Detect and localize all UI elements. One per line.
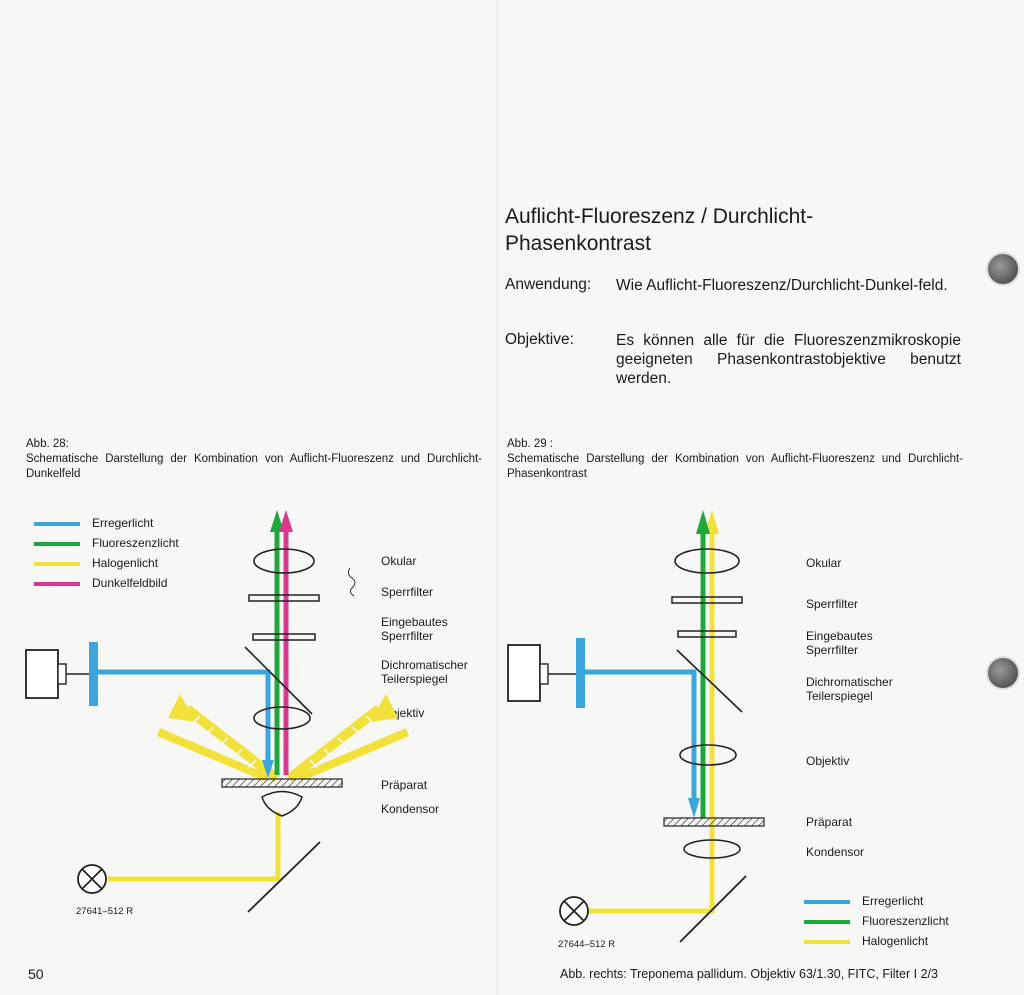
fig28-label-sperrfilter: Sperrfilter <box>381 585 434 599</box>
fig29-diagram <box>507 510 765 943</box>
fig28-ocular-lens <box>253 548 315 574</box>
fig29-legend-label: Erregerlicht <box>862 894 924 908</box>
fig28-number: Abb. 28: <box>26 438 69 450</box>
fig28-label-dichromatischer-teilerspiegel: Dichromatischer Teilerspiegel <box>381 658 468 686</box>
fig29-objective-lens <box>679 744 737 766</box>
fig29-label-okular: Okular <box>806 556 842 570</box>
fig29-label-kondensor: Kondensor <box>806 845 865 859</box>
fig28-dichroic-mirror <box>244 646 313 715</box>
fig29-legend-swatch-erreger <box>804 900 850 904</box>
page-number: 50 <box>28 966 44 982</box>
fig28-figure-code: 27641–512 R <box>76 906 134 917</box>
fig29-condenser <box>683 839 741 859</box>
fig28-darkfield-cone-right <box>286 694 409 782</box>
fig29-legend-swatch-halogen <box>804 940 850 944</box>
page-title: Auflicht-Fluoreszenz / Durchlicht- Phase… <box>505 203 813 257</box>
fig28-built-in-barrier-filter <box>252 633 316 641</box>
fig29-figure-code: 27644–512 R <box>558 939 616 950</box>
fig29-number: Abb. 29 : <box>507 438 554 450</box>
fig28-mirror <box>247 841 321 913</box>
fig29-excitation-arrowhead <box>688 798 700 818</box>
fig28-legend-swatch-erreger <box>34 522 80 526</box>
fig28-condenser <box>261 790 303 817</box>
fig29-label-praeparat: Präparat <box>806 815 853 829</box>
page-gutter <box>496 0 498 995</box>
punch-hole-top <box>986 252 1020 286</box>
fig28-legend-label: Erregerlicht <box>92 516 154 530</box>
field-label-anwendung: Anwendung: <box>505 276 592 293</box>
fig29-fluorescence-arrowhead <box>696 510 710 534</box>
fig28-diagram <box>25 510 409 913</box>
fig29-lamp-housing <box>507 644 541 702</box>
punch-hole-bottom <box>986 656 1020 690</box>
fig28-darkfield-image-arrowhead <box>279 510 293 532</box>
field-text-anwendung: Wie Auflicht-Fluoreszenz/Durchlicht-Dunk… <box>616 277 948 294</box>
fig29-legend-swatch-fluoreszenz <box>804 920 850 924</box>
fig28-legend-swatch-halogen <box>34 562 80 566</box>
fig29-barrier-filter <box>671 596 743 604</box>
fig29-mirror <box>679 875 747 943</box>
fig29-halogen-arrowhead <box>705 510 719 534</box>
fig28-specimen <box>221 778 343 788</box>
fig28-lamp-housing <box>25 649 59 699</box>
fig28-legend-label: Fluoreszenzlicht <box>92 536 179 550</box>
fig28-label-okular: Okular <box>381 554 417 568</box>
fig28-label-kondensor: Kondensor <box>381 802 440 816</box>
fig28-lamp-socket <box>57 663 67 685</box>
page-title-line-1: Auflicht-Fluoreszenz / Durchlicht- <box>505 205 814 228</box>
fig28-caption-text: Schematische Darstellung der Kombination… <box>26 453 482 480</box>
fig28-caption: Abb. 28: Schematische Darstellung der Ko… <box>26 437 482 482</box>
fig29-exciter-filter <box>576 638 585 708</box>
fig29-label-sperrfilter: Sperrfilter <box>806 597 859 611</box>
fig29-lamp-socket <box>539 663 549 685</box>
fig29-caption: Abb. 29 : Schematische Darstellung der K… <box>507 437 963 482</box>
fig28-label-eingebautes-sperrfilter: Eingebautes Sperrfilter <box>381 615 448 643</box>
fig29-specimen <box>663 817 765 827</box>
fig28-legend-label: Halogenlicht <box>92 556 159 570</box>
fig28-label-pointer <box>347 567 356 597</box>
fig29-excitation-beam <box>585 669 697 800</box>
fig29-built-in-barrier-filter <box>677 630 737 638</box>
field-label-objektive: Objektive: <box>505 331 574 348</box>
fig28-exciter-filter <box>89 642 98 706</box>
fig29-legend-label: Fluoreszenzlicht <box>862 914 949 928</box>
fig29-ocular-lens <box>674 548 740 574</box>
footer-caption: Abb. rechts: Treponema pallidum. Objekti… <box>560 967 938 981</box>
fig29-caption-text: Schematische Darstellung der Kombination… <box>507 453 963 480</box>
fig28-darkfield-cone-left <box>157 694 280 782</box>
page-title-line-2: Phasenkontrast <box>505 232 651 255</box>
fig28-fluorescence-arrowhead <box>270 510 284 532</box>
fig28-objective-lens <box>253 706 311 730</box>
fig29-label-dichromatischer-teilerspiegel: Dichromatischer Teilerspiegel <box>806 675 893 703</box>
fig29-dichroic-mirror <box>676 649 743 713</box>
fig28-barrier-filter <box>248 594 320 602</box>
fig28-halogen-beam <box>108 812 281 882</box>
fig29-legend-label: Halogenlicht <box>862 934 929 948</box>
fig28-excitation-arrowhead <box>262 760 274 778</box>
fig28-label-praeparat: Präparat <box>381 778 428 792</box>
fig29-label-objektiv: Objektiv <box>806 754 850 768</box>
fig28-legend-swatch-dunkelfeld <box>34 582 80 586</box>
fig29-label-eingebautes-sperrfilter: Eingebautes Sperrfilter <box>806 629 873 657</box>
fig28-legend-swatch-fluoreszenz <box>34 542 80 546</box>
field-text-objektive: Es können alle für die Fluoreszenzmikros… <box>616 332 961 387</box>
fig28-excitation-beam <box>98 669 271 765</box>
fig28-legend-label: Dunkelfeldbild <box>92 576 168 590</box>
